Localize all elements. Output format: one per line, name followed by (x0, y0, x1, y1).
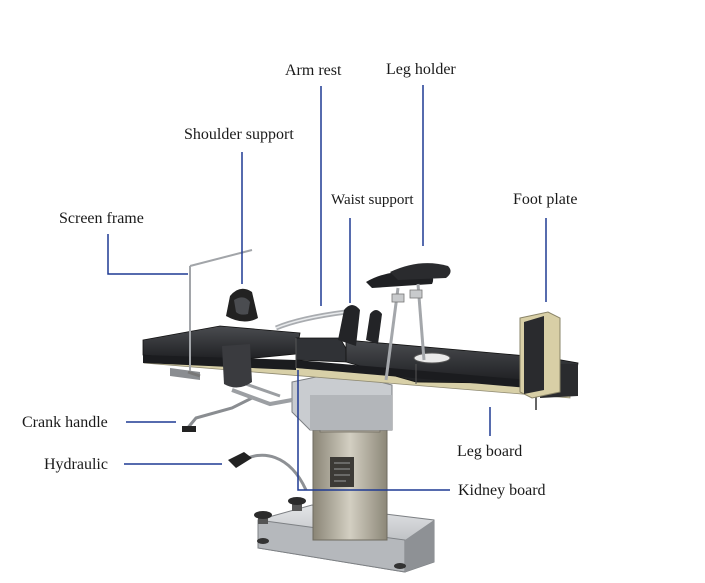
arm-rest-shape (275, 309, 347, 331)
hydraulic-label: Hydraulic (44, 456, 108, 473)
crank-handle (182, 380, 293, 432)
foot-plate-shape (519, 311, 561, 399)
arm-rest-label: Arm rest (285, 62, 342, 79)
leg-holder-label: Leg holder (386, 61, 456, 78)
leader-lines (107, 85, 547, 491)
side-cup (222, 344, 252, 388)
waist-support-label: Waist support (331, 192, 414, 208)
kidney-board-label: Kidney board (458, 482, 546, 499)
waist-support-shape (338, 305, 382, 346)
shoulder-support-label: Shoulder support (184, 126, 294, 143)
crank-handle-label: Crank handle (22, 414, 108, 431)
gear-housing (291, 371, 393, 431)
hydraulic-pedal (228, 452, 308, 491)
screen-frame-label: Screen frame (59, 210, 144, 227)
column (312, 419, 388, 541)
foot-plate-label: Foot plate (513, 191, 578, 208)
base-plate (254, 497, 435, 573)
leg-board-label: Leg board (457, 443, 523, 460)
leg-holder-shape (366, 263, 451, 381)
shoulder-support-shape (226, 288, 258, 322)
